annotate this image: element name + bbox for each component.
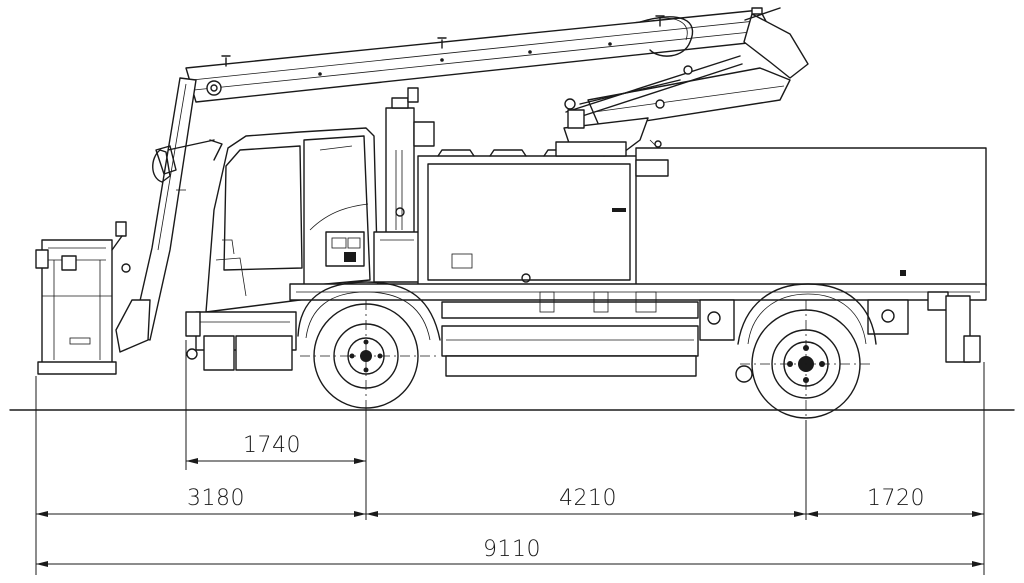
rear-cargo-body: [635, 139, 987, 287]
dimension-extension-lines: [35, 340, 985, 575]
front-equipment-box: [417, 141, 639, 287]
dimension-label-3180: 3180: [187, 486, 245, 511]
dimension-label-4210: 4210: [559, 486, 617, 511]
dimension-9110: 9110: [36, 537, 984, 567]
work-basket: [35, 221, 131, 375]
dimension-label-1740: 1740: [243, 433, 301, 458]
dimension-label-9110: 9110: [483, 537, 541, 562]
truck-cab: [152, 127, 379, 371]
dimension-label-1720: 1720: [867, 486, 925, 511]
jib-arm: [115, 77, 223, 353]
aerial-boom: [185, 7, 809, 153]
dimension-1740: 1740: [186, 433, 366, 464]
chassis-frame: [289, 283, 987, 383]
dimension-4210: 4210: [366, 486, 806, 517]
dimension-3180: 3180: [36, 486, 366, 517]
wheel-fenders: [297, 281, 877, 345]
dimension-1720: 1720: [806, 486, 984, 517]
cab-rear-equipment: [373, 87, 435, 283]
